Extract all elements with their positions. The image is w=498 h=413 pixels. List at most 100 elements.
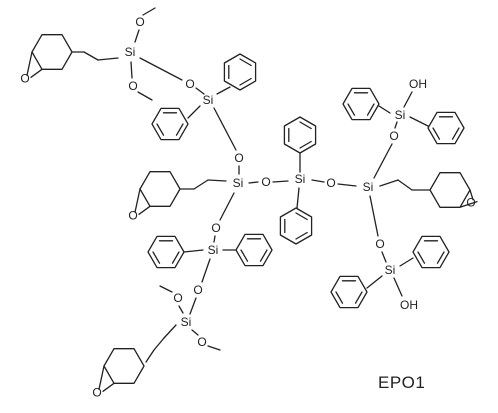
- ethyl-bond: [379, 179, 399, 187]
- o-si-bond: [381, 251, 387, 263]
- silicon-diphenyl-bottom: Si: [208, 243, 219, 257]
- phenyl-ring-top-left: [151, 107, 189, 141]
- o-si-bond: [394, 121, 398, 129]
- epoxy-group-top-epoxide-oxygen: O: [20, 71, 29, 85]
- si-o-bond: [213, 107, 237, 151]
- epoxy-group-bottom-cyclohexane-ring: [103, 348, 145, 384]
- aromatic-double-bond: [432, 127, 441, 140]
- silicon-central-middle: Si: [295, 172, 306, 186]
- si-o-bond: [191, 329, 199, 336]
- aromatic-double-bond: [175, 123, 184, 136]
- aromatic-double-bond: [299, 121, 312, 130]
- methyl-bond: [159, 285, 173, 293]
- si-ph-bond: [216, 86, 231, 95]
- epoxide-bond: [102, 382, 115, 392]
- oxygen-bridge-3: O: [261, 175, 270, 189]
- si-ph-bond: [366, 275, 383, 289]
- silicon-central-right: Si: [363, 180, 374, 194]
- phenyl-ring-center-bottom: [279, 207, 313, 245]
- epoxide-bond: [30, 68, 43, 78]
- oxygen-bridge-5: O: [389, 129, 398, 143]
- silicon-top-left: Si: [125, 45, 136, 59]
- hydroxyl-upper: OH: [409, 77, 427, 91]
- ethyl-bond: [83, 51, 99, 61]
- si-o-bond: [178, 305, 184, 314]
- si-o-bond: [130, 61, 133, 79]
- phenyl-ring-lower-right-b: [412, 235, 450, 269]
- ethyl-bond: [207, 179, 227, 182]
- o-si-bond: [189, 297, 197, 315]
- aromatic-double-bond: [436, 251, 445, 264]
- si-o-bond: [134, 29, 140, 43]
- aromatic-double-bond: [295, 212, 308, 221]
- epoxy-group-top-cyclohexane-ring: [31, 34, 73, 70]
- phenyl-ring-upper-right-b: [427, 111, 465, 145]
- ethyl-bond: [163, 324, 177, 339]
- o-si-bond: [195, 87, 205, 95]
- silicon-central-left: Si: [233, 176, 244, 190]
- aromatic-double-bond: [354, 291, 363, 304]
- epoxide-bond: [98, 365, 105, 390]
- aromatic-double-bond: [239, 58, 252, 67]
- oxygen-methoxy-bottom-upper: O: [173, 291, 182, 305]
- phenyl-ring-upper-right-a: [342, 87, 380, 121]
- methyl-bond: [137, 91, 153, 101]
- oxygen-bridge-6: O: [375, 237, 384, 251]
- bond-layer: [26, 7, 478, 392]
- epoxy-group-right-cyclohexane-ring: [429, 172, 471, 208]
- ethyl-bond: [397, 179, 413, 191]
- ethyl-bond: [97, 57, 119, 61]
- o-si-bond: [272, 180, 289, 183]
- aromatic-double-bond: [152, 251, 161, 264]
- si-o-bond: [219, 192, 235, 221]
- epoxy-group-right-epoxide-oxygen: O: [466, 196, 475, 210]
- oxygen-bridge-1: O: [185, 77, 194, 91]
- phenyl-ring-lower-right-a: [330, 275, 368, 309]
- ethyl-bond: [153, 337, 165, 351]
- si-o-bond: [311, 179, 325, 183]
- si-o-bond: [139, 57, 183, 81]
- o-si-bond: [213, 235, 216, 243]
- epoxide-bond: [134, 188, 141, 213]
- oxygen-methoxy-bottom-lower: O: [197, 335, 206, 349]
- phenyl-ring-bottom-left: [147, 235, 185, 269]
- aromatic-double-bond: [239, 77, 252, 86]
- si-o-bond: [201, 258, 211, 283]
- aromatic-double-bond: [259, 249, 268, 262]
- oxygen-bridge-8: O: [193, 283, 202, 297]
- si-o-bond: [248, 181, 259, 184]
- oxygen-methoxy-lower: O: [128, 79, 137, 93]
- si-oh-bond: [393, 277, 403, 297]
- methyl-bond: [207, 345, 221, 351]
- si-ph-bond: [399, 257, 414, 267]
- silicon-upper-right: Si: [395, 108, 406, 122]
- o-si-bond: [337, 183, 357, 187]
- ring-layer: [31, 34, 471, 384]
- epoxide-bond: [26, 51, 33, 76]
- silicon-lower-right: Si: [385, 263, 396, 277]
- aromatic-double-bond: [295, 231, 308, 240]
- aromatic-double-bond: [171, 251, 180, 264]
- compound-label: EPO1: [378, 373, 426, 392]
- epoxy-group-bottom-epoxide-oxygen: O: [92, 385, 101, 399]
- oxygen-bridge-4: O: [326, 176, 335, 190]
- aromatic-double-bond: [156, 123, 165, 136]
- si-ph-bond: [183, 249, 204, 253]
- epoxide-bond: [469, 189, 474, 201]
- aromatic-double-bond: [240, 249, 249, 262]
- aromatic-double-bond: [347, 103, 356, 116]
- methyl-bond: [142, 7, 156, 16]
- oxygen-bridge-2: O: [234, 151, 243, 165]
- ethyl-bond: [193, 179, 209, 190]
- hydroxyl-lower: OH: [400, 298, 418, 312]
- phenyl-ring-bottom-right: [235, 233, 273, 267]
- epoxide-bond: [459, 200, 478, 208]
- epoxide-bond: [138, 205, 151, 215]
- aromatic-double-bond: [299, 140, 312, 149]
- epoxy-group-middle-cyclohexane-ring: [139, 171, 181, 207]
- aromatic-double-bond: [451, 127, 460, 140]
- phenyl-ring-center-top: [283, 116, 317, 154]
- epoxy-group-middle-epoxide-oxygen: O: [128, 208, 137, 222]
